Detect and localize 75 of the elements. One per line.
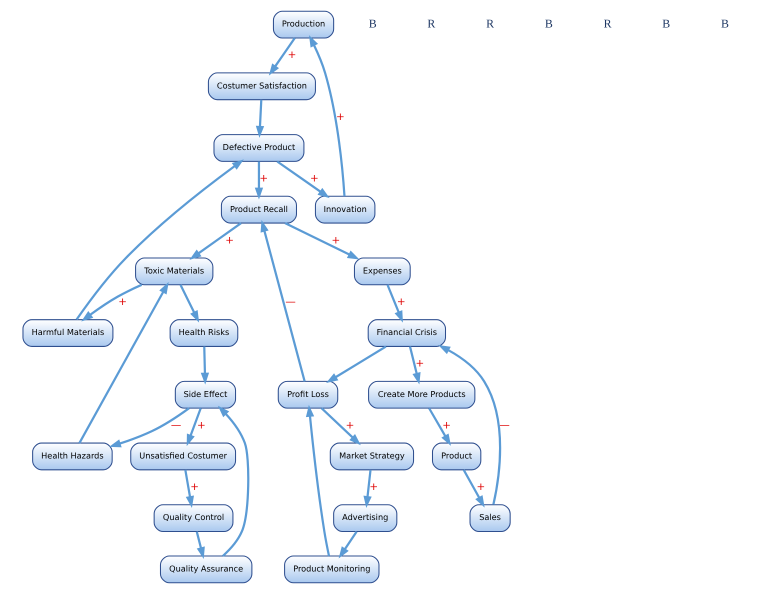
arrow — [218, 406, 250, 557]
edge-label: + — [225, 234, 234, 246]
label: R — [486, 16, 494, 30]
arrow — [81, 284, 142, 322]
node-box: Side Effect — [174, 380, 236, 409]
node-box: Sales — [470, 504, 511, 532]
node-box: Unsatisfied Costumer — [130, 442, 236, 470]
arrow — [326, 346, 386, 383]
arrow — [428, 408, 451, 446]
node-box: Toxic Materials — [135, 257, 214, 286]
edge-label: + — [346, 419, 354, 432]
node-box: Health Risks — [170, 319, 238, 347]
node-box: Market Strategy — [330, 442, 414, 470]
node-box: Advertising — [333, 504, 398, 532]
edge-label: + — [259, 172, 268, 185]
edge-label: — — [499, 419, 510, 432]
edge-label: + — [310, 172, 319, 185]
arrow — [320, 407, 361, 446]
node-box: Costumer Satisfaction — [208, 72, 316, 100]
edge-label: + — [476, 481, 486, 494]
arrow — [260, 220, 306, 382]
arrow — [186, 408, 202, 446]
arrow — [200, 346, 210, 385]
edge-label: + — [369, 481, 378, 494]
edge-label: + — [416, 358, 424, 370]
arrow — [309, 35, 346, 196]
arrow — [189, 222, 242, 260]
arrow — [386, 284, 403, 323]
arrow — [180, 284, 200, 323]
edge-label: + — [118, 296, 127, 308]
arrow — [438, 344, 502, 505]
arrow — [76, 159, 244, 320]
arrow — [462, 469, 485, 508]
node-box: Harmful Materials — [22, 319, 114, 347]
edge-label: + — [396, 296, 406, 308]
arrow — [268, 37, 296, 76]
label: R — [604, 16, 612, 30]
node-box: Expenses — [354, 257, 411, 286]
node-box: Production — [272, 10, 334, 38]
node-box: Defective Product — [213, 134, 304, 162]
label: B — [662, 16, 670, 30]
edge-label: + — [196, 419, 206, 432]
arrow — [196, 531, 205, 559]
arrow — [408, 346, 421, 385]
edge-label: — — [285, 296, 296, 308]
arrow — [284, 222, 360, 260]
node-box: Health Hazards — [32, 442, 113, 470]
edge-label: + — [288, 49, 296, 62]
label: R — [427, 16, 436, 30]
arrow — [338, 531, 358, 558]
node-box: Quality Control — [154, 504, 234, 532]
edge-label: + — [442, 419, 451, 432]
arrow — [256, 100, 264, 138]
edge-label: + — [190, 481, 200, 494]
node-box: Profit Loss — [278, 380, 338, 409]
node-box: Financial Crisis — [368, 319, 446, 347]
label: B — [544, 16, 553, 30]
node-box: Quality Assurance — [160, 556, 252, 584]
label: B — [721, 16, 729, 30]
node-box: Product Recall — [220, 196, 297, 224]
node-box: Product — [432, 442, 482, 470]
arrow — [184, 470, 194, 508]
arrow — [254, 162, 264, 200]
arrow — [109, 407, 190, 448]
arrow — [78, 282, 169, 444]
arrow — [363, 470, 372, 508]
label: B — [368, 16, 377, 30]
node-box: Create More Products — [368, 380, 476, 409]
edge-label: + — [332, 234, 340, 246]
node-box: Innovation — [314, 196, 376, 224]
node-box: Product Monitoring — [284, 556, 380, 584]
arrow — [306, 404, 330, 556]
edge-label: + — [336, 110, 345, 123]
arrow — [276, 160, 330, 198]
edge-label: — — [170, 419, 182, 432]
